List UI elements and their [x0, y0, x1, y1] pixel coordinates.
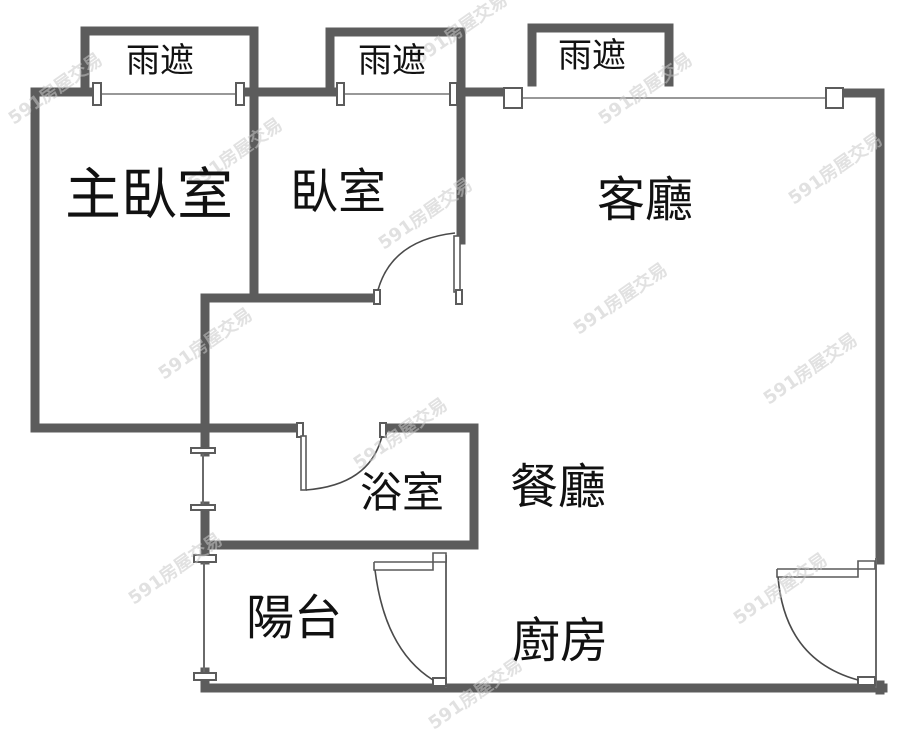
bottom-wall: [200, 667, 888, 693]
canopy-2-walls: [325, 27, 466, 97]
canopy-3-walls: [527, 23, 674, 87]
bedroom-walls: [200, 87, 517, 433]
window-bathroom: [190, 447, 216, 511]
canopy-3-label: 雨遮: [558, 36, 626, 76]
door-bedroom: [373, 232, 463, 305]
window-living-room: [503, 87, 844, 109]
door-kitchen: [776, 558, 877, 688]
window-bedroom: [336, 82, 458, 106]
canopy-1-walls: [80, 26, 259, 97]
dining-room-label: 餐廳: [510, 459, 607, 515]
bedroom-label: 臥室: [290, 164, 387, 220]
bathroom-label: 浴室: [360, 468, 445, 517]
living-room-label: 客廳: [597, 172, 694, 228]
canopy-1-label: 雨遮: [126, 41, 194, 81]
master-bedroom-walls: [30, 87, 259, 433]
floor-plan: [30, 23, 888, 695]
kitchen-label: 廚房: [512, 613, 609, 669]
door-balcony: [373, 552, 447, 688]
canopy-2-label: 雨遮: [358, 41, 426, 81]
window-master-bedroom: [92, 82, 245, 106]
master-bedroom-label: 主臥室: [65, 163, 233, 228]
door-bathroom: [296, 422, 387, 491]
window-balcony: [193, 554, 217, 681]
living-room-walls: [841, 88, 885, 695]
balcony-label: 陽台: [246, 590, 343, 646]
